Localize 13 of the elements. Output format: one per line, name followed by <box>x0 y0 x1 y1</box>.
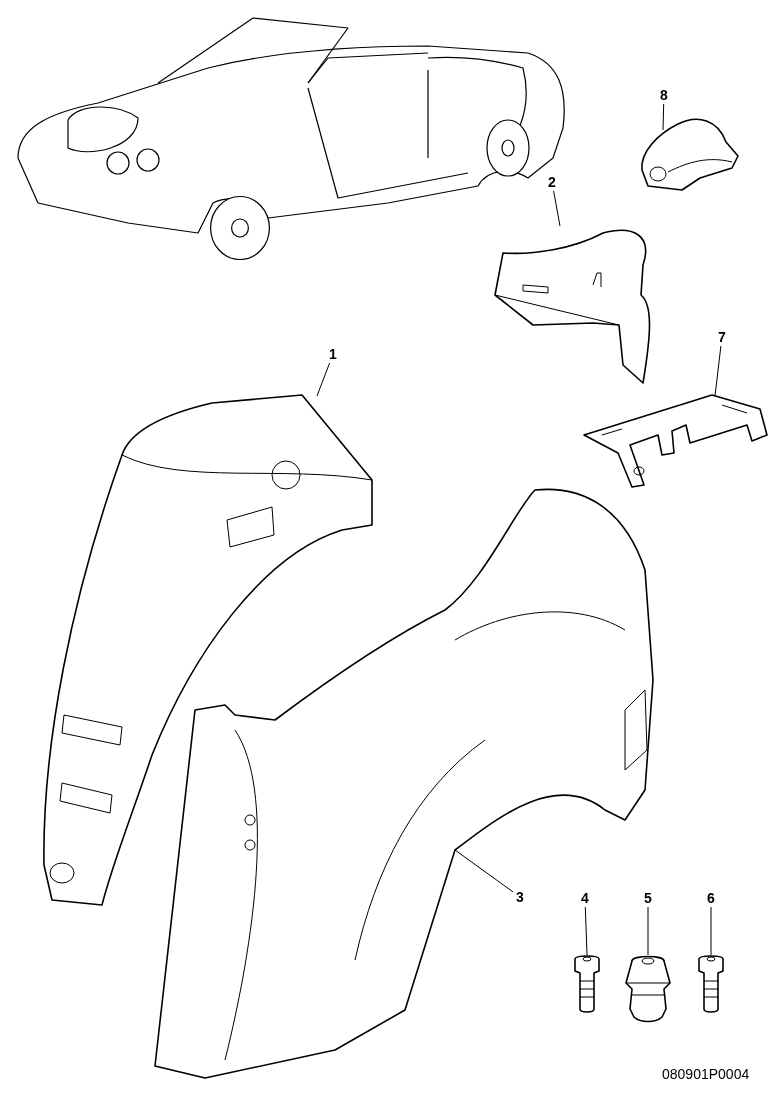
fender-panel-drawing <box>155 490 655 1078</box>
leader-line <box>714 345 722 397</box>
leader-line <box>647 906 649 956</box>
plug-drawing <box>574 955 600 1013</box>
drawing-number: 080901P0004 <box>662 1066 750 1082</box>
leader-line <box>710 906 712 956</box>
plug-drawing <box>698 955 724 1013</box>
leader-line <box>553 190 561 227</box>
leader-line <box>662 103 665 131</box>
leader-line <box>454 849 514 893</box>
leader-line <box>584 906 588 956</box>
plug-drawing <box>624 955 672 1023</box>
leader-line <box>316 362 331 397</box>
